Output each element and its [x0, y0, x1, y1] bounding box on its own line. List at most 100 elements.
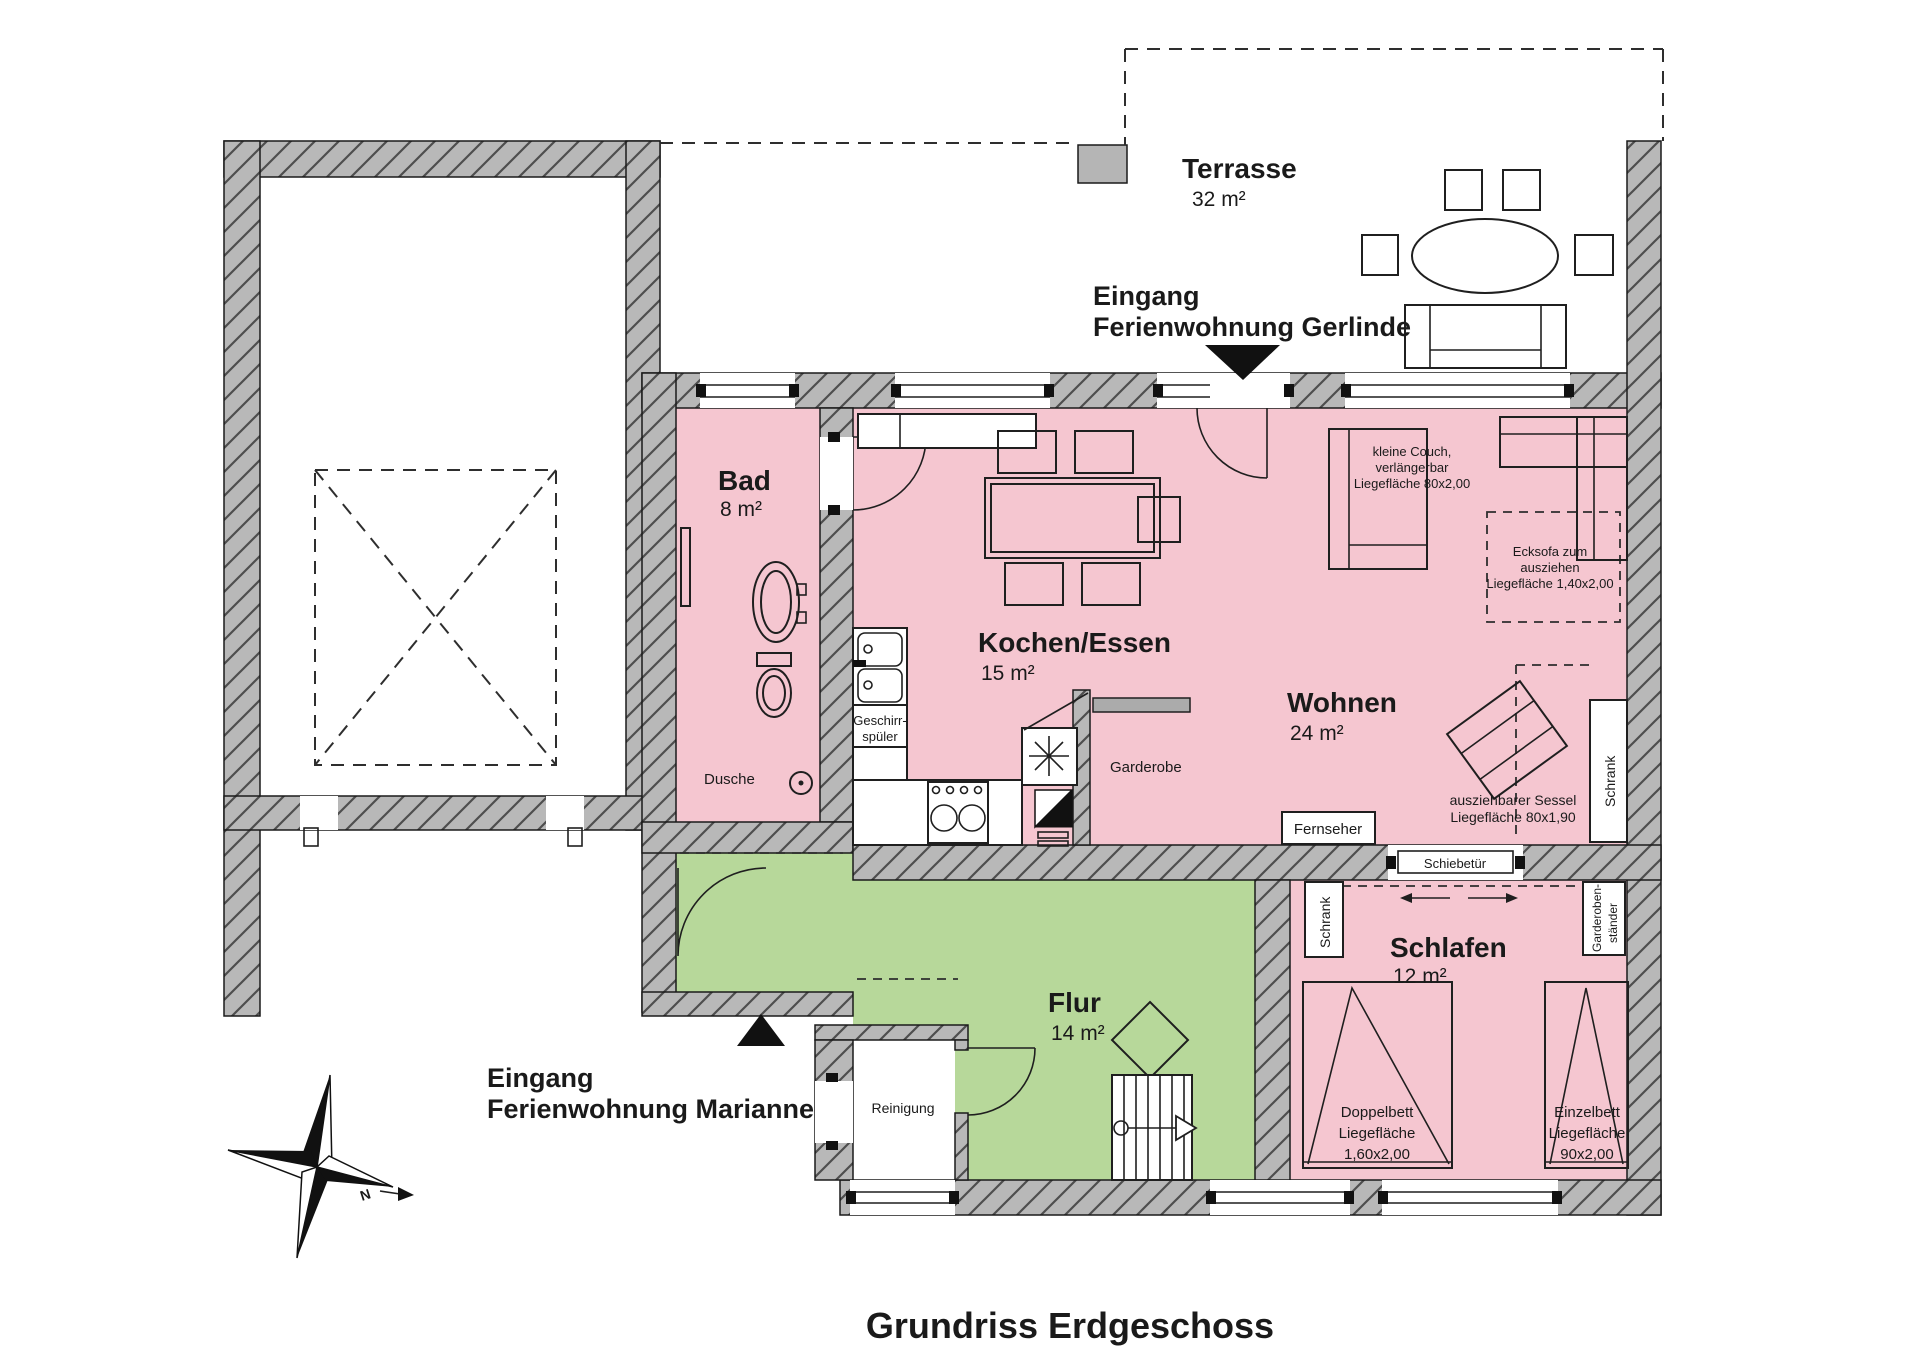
single-bed-line3: 90x2,00	[1560, 1146, 1613, 1163]
dining-chair-2	[1074, 430, 1134, 474]
garage-door-opening-1	[300, 796, 338, 830]
reinigung-right-wall-a	[954, 1039, 969, 1051]
reinigung-top-wall	[814, 1024, 969, 1041]
door-flur-swing	[677, 867, 767, 957]
gerlinde-entrance-line1: Eingang	[1093, 281, 1200, 311]
corner-sofa-line2: ausziehen	[1520, 560, 1579, 575]
marianne-entrance-line1: Eingang	[487, 1063, 594, 1093]
garage-door-leaf-1	[303, 827, 319, 847]
reinigung-label: Reinigung	[871, 1100, 934, 1116]
room-floors	[676, 408, 1627, 1180]
flur-area: 14 m²	[1051, 1022, 1105, 1045]
sink-drain-2	[863, 680, 873, 690]
bathroom-radiator	[680, 527, 691, 607]
garage-door-opening-2	[546, 796, 584, 830]
corner-sofa-line1: Ecksofa zum	[1513, 544, 1587, 559]
garage-left-wall	[223, 140, 261, 1017]
schlafen-label: Schlafen	[1390, 932, 1507, 963]
chimney-flue-line	[1023, 692, 1089, 731]
terrasse-area: 32 m²	[1192, 188, 1246, 211]
schlafen-schrank	[1304, 881, 1344, 958]
reinigung-right-wall-b	[954, 1112, 969, 1181]
terrace-chair-4	[1574, 234, 1614, 276]
kochen-area: 15 m²	[981, 662, 1035, 685]
oven-triangle-icon	[1034, 789, 1074, 829]
building-right-wall	[1626, 140, 1662, 1216]
flur-label: Flur	[1048, 987, 1101, 1018]
bad-label: Bad	[718, 465, 771, 496]
schlafen-floor	[1290, 880, 1627, 1180]
north-arrow-line	[379, 1190, 401, 1195]
door-marianne-opening	[815, 1081, 853, 1143]
terrace-bench-detail	[1429, 305, 1542, 368]
burner-2	[958, 804, 986, 832]
living-kitchen-floor	[853, 408, 1627, 845]
single-bed	[1544, 981, 1629, 1169]
double-bed	[1302, 981, 1453, 1169]
building-left-wall	[641, 372, 677, 1013]
flur-left-arm-floor	[676, 853, 853, 992]
garage-top-wall	[223, 140, 661, 178]
dining-side-table	[1137, 496, 1181, 543]
terrace-chair-2	[1502, 169, 1541, 211]
terrace-table	[1411, 218, 1559, 294]
door-gerlinde-opening	[1157, 373, 1290, 408]
sink-basin-2	[857, 668, 903, 703]
washbasin	[752, 561, 800, 643]
single-bed-detail	[1545, 987, 1628, 1165]
small-couch-line2: verlängerbar	[1376, 460, 1450, 475]
armchair-line2: Liegefläche 80x1,90	[1450, 809, 1576, 825]
garage-door-leaf-2	[567, 827, 583, 847]
bad-bottom-wall	[641, 821, 854, 854]
garderobe-label: Garderobe	[1110, 759, 1182, 776]
window-bad	[700, 373, 795, 408]
bad-floor	[676, 408, 820, 822]
compass-north-label: N	[358, 1186, 373, 1204]
staircase-arrow-icon	[1175, 1114, 1198, 1142]
glazing-bottom	[850, 1191, 1558, 1204]
wohnen-area: 24 m²	[1290, 722, 1344, 745]
small-couch-line1: kleine Couch,	[1373, 444, 1452, 459]
flur-dashed	[680, 852, 958, 980]
shower-head-dot	[798, 780, 804, 786]
sliding-door-panel	[1397, 850, 1514, 874]
door-reinigung-swing	[967, 1047, 1036, 1116]
jamb-stops	[696, 384, 1574, 1204]
corner-sofa-detail	[1500, 417, 1627, 560]
window-kitchen	[895, 373, 1050, 408]
window-wohnen	[1345, 373, 1570, 408]
garage-skylight-cross	[314, 469, 557, 766]
double-bed-line3: 1,60x2,00	[1344, 1146, 1410, 1163]
stove	[927, 781, 989, 844]
door-gerlinde-swing	[1196, 407, 1268, 479]
dining-table-inner	[990, 483, 1155, 553]
geschirrspueler-line2: spüler	[862, 729, 898, 744]
flur-furniture	[1110, 1000, 1198, 1181]
page-title: Grundriss Erdgeschoss	[866, 1305, 1274, 1346]
dashed-lines	[314, 48, 1664, 980]
window-flur	[1210, 1180, 1350, 1215]
terrace-chair-3	[1361, 234, 1399, 276]
terrace-furniture	[1361, 169, 1614, 369]
bad-fixtures	[680, 527, 813, 795]
geschirrspueler-line1: Geschirr-	[853, 713, 906, 728]
gerlinde-entrance-line2: Ferienwohnung Gerlinde	[1093, 312, 1411, 342]
gerlinde-entrance-triangle-icon	[1205, 345, 1280, 380]
terrasse-label: Terrasse	[1182, 153, 1297, 184]
toilet-bowl-inner	[762, 675, 786, 711]
dusche-label: Dusche	[704, 771, 755, 788]
wohnen-furniture	[1281, 416, 1628, 903]
schiebetuer-label: Schiebetür	[1424, 856, 1487, 871]
openings	[300, 373, 1574, 1215]
kitchen-counter	[852, 746, 908, 781]
arrow-left-icon	[1400, 893, 1412, 903]
garderobenstaender-box	[1582, 881, 1626, 956]
garderobenstaender-line1: Garderoben-	[1590, 884, 1604, 952]
mid-wall	[852, 844, 1662, 881]
tv-board	[1281, 811, 1376, 845]
fernseher-label: Fernseher	[1294, 821, 1362, 838]
schlafen-schrank-label: Schrank	[1317, 896, 1333, 948]
double-bed-line1: Doppelbett	[1341, 1104, 1414, 1121]
small-couch	[1328, 428, 1428, 570]
